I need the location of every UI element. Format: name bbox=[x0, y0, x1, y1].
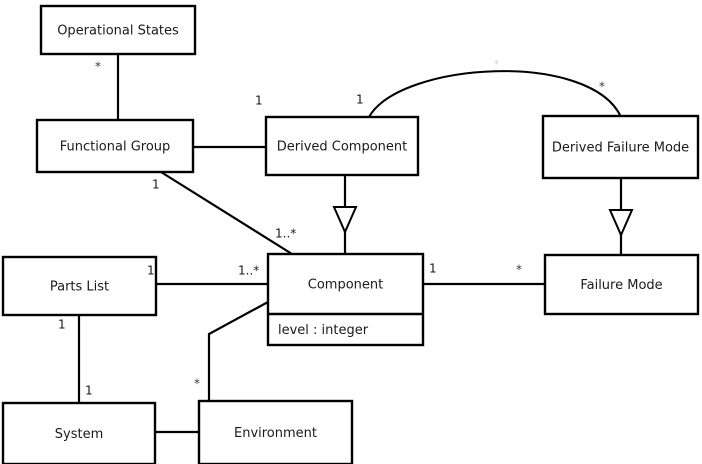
class-box-functional-group[interactable]: Functional Group bbox=[35, 118, 195, 174]
class-box-frame bbox=[541, 114, 700, 180]
multiplicity-label-mult-comp-fg: 1..* bbox=[275, 227, 296, 241]
class-box-operational-states[interactable]: Operational States bbox=[39, 4, 197, 56]
multiplicity-label-mult-dc-curve: 1 bbox=[356, 93, 364, 107]
associations-layer bbox=[77, 54, 622, 434]
class-box-frame bbox=[1, 401, 157, 464]
multiplicity-label-mult-pl-comp: 1 bbox=[147, 264, 155, 278]
class-name-label: Functional Group bbox=[60, 140, 171, 155]
multiplicity-label-mult-fg-dc: 1 bbox=[255, 94, 263, 108]
class-name-label: Operational States bbox=[57, 24, 179, 39]
multiplicity-label-mult-os-fg: * bbox=[95, 60, 101, 74]
multiplicity-label-mult-sys-pl: 1 bbox=[85, 384, 93, 398]
class-box-frame bbox=[35, 118, 195, 174]
class-attribute-label: level : integer bbox=[278, 323, 369, 338]
class-box-frame bbox=[543, 253, 700, 316]
multiplicity-label-mult-env-comp: * bbox=[194, 377, 200, 391]
association-functional-group--component bbox=[160, 171, 293, 255]
multiplicity-label-mult-fg-comp: 1 bbox=[152, 178, 160, 192]
association-derived-component--derived-failure-mode bbox=[368, 70, 622, 118]
class-name-label: Derived Failure Mode bbox=[552, 141, 689, 156]
class-box-derived-component[interactable]: Derived Component bbox=[264, 115, 420, 177]
class-name-label: Failure Mode bbox=[580, 278, 662, 293]
class-box-frame bbox=[1, 255, 158, 317]
multiplicity-label-mult-fm-comp: * bbox=[516, 263, 522, 277]
class-box-environment[interactable]: Environment bbox=[197, 399, 354, 464]
generalization-triangle-icon bbox=[332, 206, 358, 235]
class-box-frame bbox=[197, 399, 354, 464]
class-box-system[interactable]: System bbox=[1, 401, 157, 464]
multiplicities-layer: * 1 1 1..* 1 * * 1 1..* 1 * 1 1 * bbox=[58, 59, 605, 398]
class-box-frame bbox=[264, 115, 420, 177]
class-box-component[interactable]: Component level : integer bbox=[266, 252, 425, 347]
class-box-frame bbox=[266, 252, 425, 347]
multiplicity-label-mult-pl-sys: 1 bbox=[58, 318, 66, 332]
class-name-label: Component bbox=[308, 278, 383, 293]
class-name-label: Derived Component bbox=[277, 140, 408, 155]
class-name-label: Parts List bbox=[50, 280, 109, 295]
generalizations-layer bbox=[332, 175, 634, 255]
class-box-derived-failure-mode[interactable]: Derived Failure Mode bbox=[541, 114, 700, 180]
class-name-label: System bbox=[55, 427, 103, 442]
class-box-frame bbox=[39, 4, 197, 56]
multiplicity-label-mult-comp-pl: 1..* bbox=[238, 264, 259, 278]
generalization-triangle-icon bbox=[608, 209, 634, 238]
multiplicity-label-mult-comp-fm: 1 bbox=[429, 262, 437, 276]
class-box-parts-list[interactable]: Parts List bbox=[1, 255, 158, 317]
multiplicity-label-mult-curve-top: * bbox=[494, 59, 499, 70]
multiplicity-label-mult-dfm-curve: * bbox=[599, 80, 605, 94]
association-component--environment bbox=[207, 301, 269, 401]
class-name-label: Environment bbox=[234, 426, 317, 441]
class-box-failure-mode[interactable]: Failure Mode bbox=[543, 253, 700, 316]
